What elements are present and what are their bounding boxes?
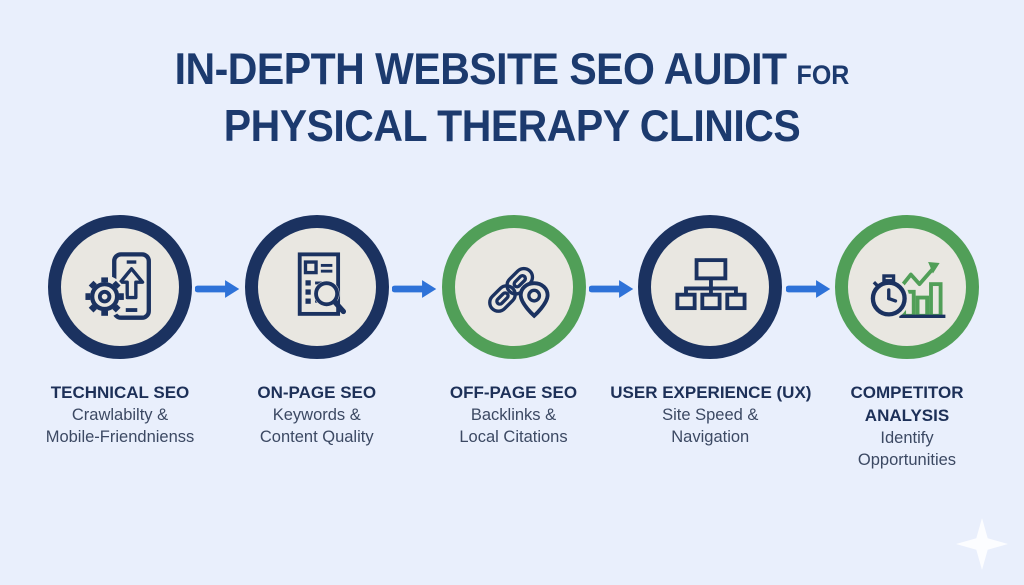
step-subtitle-line2: Content Quality [259, 428, 374, 446]
step-subtitle-line1: Crawlabilty & [71, 406, 169, 424]
step-heading: USER EXPERIENCE (UX) [610, 383, 812, 402]
step-subtitle-line2: Mobile-Friendnienss [45, 428, 195, 446]
step-circle [835, 215, 979, 359]
step-circle [638, 215, 783, 359]
seo-step: OFF-PAGE SEO Backlinks & Local Citations [414, 215, 614, 448]
stopwatch-chart-icon [868, 262, 946, 320]
title-line1-main: IN-DEPTH WEBSITE SEO AUDIT [174, 44, 787, 94]
step-circle [48, 215, 192, 359]
flow-arrow [785, 277, 832, 301]
step-heading: OFF-PAGE SEO [449, 383, 578, 402]
seo-step: ON-PAGE SEO Keywords & Content Quality [217, 215, 417, 448]
page-title: IN-DEPTH WEBSITE SEO AUDIT FOR PHYSICAL T… [0, 44, 1024, 152]
step-subtitle-line1: Site Speed & [662, 406, 759, 424]
step-subtitle-line1: Identify [880, 429, 934, 447]
arrow-right-icon [785, 280, 830, 298]
flow-arrow [392, 277, 438, 301]
step-circle [244, 215, 389, 359]
step-subtitle-line2: Opportunities [857, 451, 957, 469]
document-search-icon [297, 252, 346, 316]
step-subtitle-line2: Local Citations [459, 428, 568, 446]
step-subtitle-line1: Backlinks & [470, 406, 557, 424]
step-subtitle-line1: Keywords & [272, 406, 361, 424]
mobile-gear-icon [83, 252, 151, 320]
title-line-2: PHYSICAL THERAPY CLINICS [223, 101, 801, 151]
step-circle [441, 215, 586, 359]
title-line-1: IN-DEPTH WEBSITE SEO AUDIT FOR [0, 44, 1024, 101]
flow-arrow [588, 277, 635, 301]
seo-step: TECHNICAL SEO Crawlabilty & Mobile-Frien… [20, 215, 220, 448]
step-heading: TECHNICAL SEO [50, 383, 190, 402]
arrow-right-icon [195, 280, 240, 298]
flow-arrow [195, 277, 241, 301]
step-heading: ON-PAGE SEO [257, 383, 377, 402]
sparkle-icon [956, 518, 1008, 570]
seo-step: USER EXPERIENCE (UX) Site Speed & Naviga… [610, 215, 812, 448]
step-subtitle-line2: Navigation [671, 428, 750, 446]
arrow-right-icon [392, 280, 437, 298]
seo-step: COMPETITOR ANALYSIS Identify Opportuniti… [807, 215, 1007, 471]
arrow-right-icon [588, 280, 634, 298]
step-heading: COMPETITOR [850, 383, 964, 402]
title-line1-suffix: FOR [796, 60, 850, 91]
backlink-location-icon [487, 266, 550, 319]
sitemap-icon [675, 258, 747, 311]
step-heading-line2: ANALYSIS [864, 406, 950, 425]
